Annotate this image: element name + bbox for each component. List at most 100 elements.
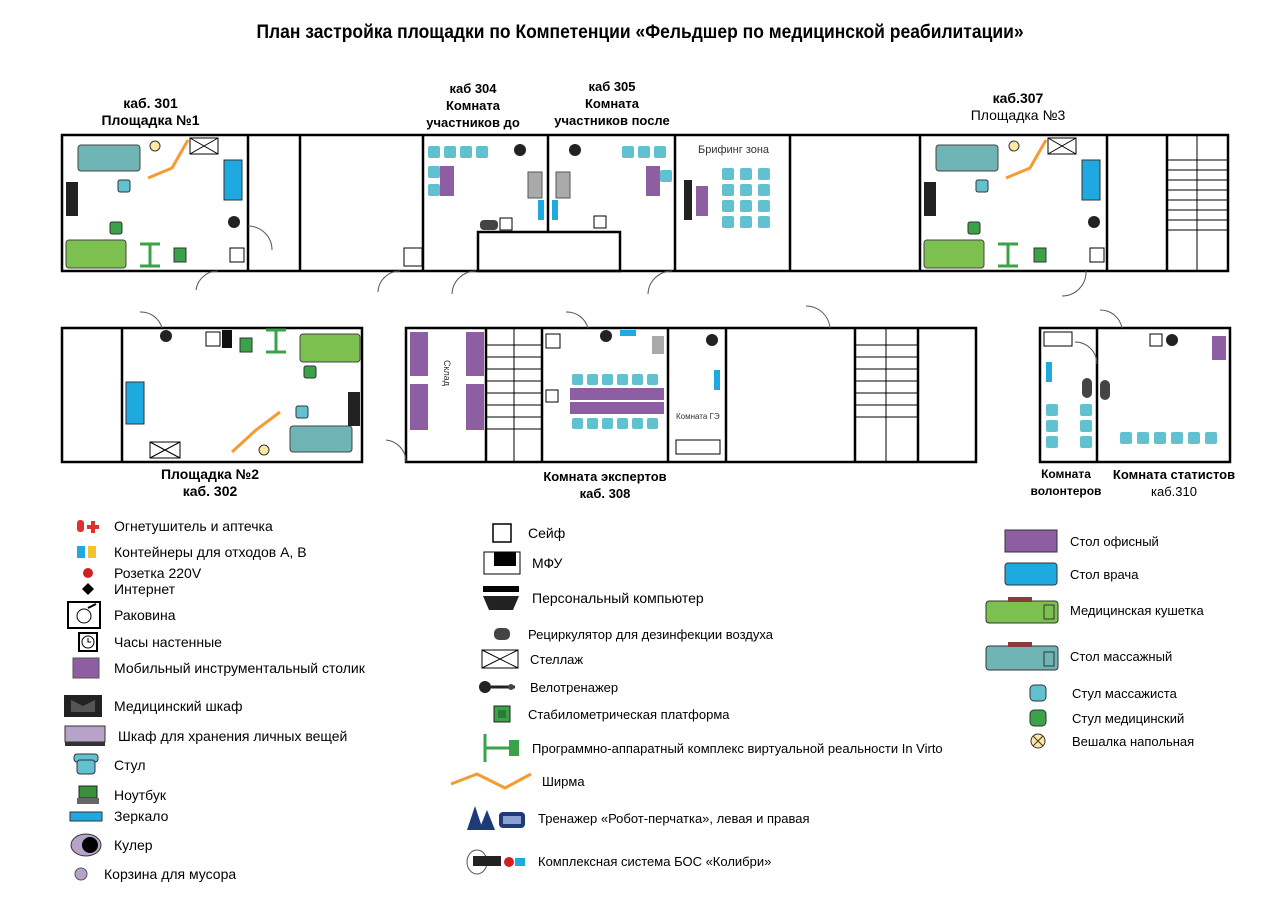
volunteers-line2: волонтеров (1030, 484, 1102, 498)
legend-label: Медицинский шкаф (114, 698, 243, 714)
legend-mirror: Зеркало (66, 808, 168, 824)
legend-label: Зеркало (114, 808, 169, 824)
extinguisher-icon (70, 518, 106, 534)
warehouse-label: Склад (442, 359, 453, 387)
room-305-number: каб 305 (588, 79, 636, 94)
legend-label: Мобильный инструментальный столик (114, 660, 365, 676)
biofeedback-system-icon (460, 842, 530, 880)
legend-massage-table: Стол массажный (982, 640, 1172, 672)
page-title: План застройка площадки по Компетенции «… (256, 22, 1024, 43)
legend-cooler: Кулер (66, 832, 153, 858)
legend-office-table: Стол офисный (1000, 528, 1159, 554)
legend-label: Стул массажиста (1072, 685, 1177, 701)
room-310-name: Комната статистов (1112, 467, 1236, 482)
legend-mfp: МФУ (480, 550, 562, 576)
legend-locker: Шкаф для хранения личных вещей (60, 724, 347, 748)
room-304-desc: участников до (426, 115, 520, 130)
room-310-label: Комната статистов каб.310 (1104, 466, 1244, 500)
room-302-label: Площадка №2 каб. 302 (150, 466, 270, 500)
warehouse-shelves (410, 332, 484, 430)
room-301-label: каб. 301 Площадка №1 (88, 95, 213, 129)
legend-recirculator: Рециркулятор для дезинфекции воздуха (484, 626, 773, 642)
masseur-chair-icon (1012, 683, 1064, 703)
room-304-305-furniture (403, 144, 672, 267)
room-302-furniture (125, 328, 361, 459)
legend-shelving: Стеллаж (478, 648, 583, 670)
legend-med-chair: Стул медицинский (1012, 708, 1184, 728)
room-305-name: Комната (585, 96, 639, 111)
trash-bin-icon (66, 866, 96, 882)
room-304-label: каб 304 Комната участников до (408, 80, 538, 131)
legend-label: Шкаф для хранения личных вещей (118, 728, 348, 744)
laptop-icon (70, 784, 106, 806)
room-307-number: каб.307 (992, 90, 1044, 106)
chair-icon (66, 752, 106, 778)
medical-couch-icon (982, 595, 1062, 625)
legend-label: Велотренажер (530, 679, 619, 695)
legend-label: Персональный компьютер (532, 590, 704, 606)
room-301-furniture (65, 137, 245, 269)
internet-icon (70, 582, 106, 596)
screen-partition-icon (448, 770, 534, 792)
medical-chair-icon (1012, 708, 1064, 728)
legend-label: МФУ (532, 555, 563, 571)
printer-icon (480, 550, 524, 576)
volunteers-label: Комната волонтеров (1026, 466, 1106, 500)
legend-label: Стеллаж (530, 651, 584, 667)
legend-label: Стул (114, 757, 146, 773)
room-308-label: Комната экспертов каб. 308 (530, 468, 680, 502)
legend-doctor-table: Стол врача (1000, 561, 1138, 587)
legend-robot-glove: Тренажер «Робот-перчатка», левая и права… (460, 800, 809, 836)
legend-label: Стул медицинский (1072, 710, 1185, 726)
legend-label: Контейнеры для отходов А, В (114, 544, 307, 560)
legend-safe: Сейф (484, 522, 565, 544)
legend-label: Стабилометрическая платформа (528, 706, 730, 722)
legend-label: Кулер (114, 837, 153, 853)
room-310-furniture (1043, 331, 1226, 448)
room-305-label: каб 305 Комната участников после (546, 78, 678, 129)
room-307-name: Площадка №3 (970, 107, 1066, 123)
room-302-name: Площадка №2 (160, 466, 260, 482)
room-307-furniture (923, 137, 1105, 269)
room-305-desc: участников после (554, 113, 670, 128)
legend-extinguisher: Огнетушитель и аптечка (70, 518, 273, 534)
instrument-table-icon (66, 656, 106, 680)
legend-label: Огнетушитель и аптечка (114, 518, 273, 534)
legend-label: Ширма (542, 773, 585, 789)
stairs-top (1167, 135, 1228, 271)
legend-label: Комплексная система БОС «Колибри» (538, 853, 772, 869)
doctor-table-icon (1000, 561, 1062, 587)
waste-container-icon (70, 544, 106, 560)
legend-biofeedback: Комплексная система БОС «Колибри» (460, 842, 771, 880)
legend-mobile-table: Мобильный инструментальный столик (66, 656, 365, 680)
legend-clock: Часы настенные (70, 632, 222, 652)
legend-couch: Медицинская кушетка (982, 595, 1204, 625)
legend-label: Раковина (114, 607, 176, 623)
legend-masseur-chair: Стул массажиста (1012, 683, 1177, 703)
office-table-icon (1000, 528, 1062, 554)
massage-table-icon (982, 640, 1062, 672)
legend-chair: Стул (66, 752, 146, 778)
legend-label: Ноутбук (114, 787, 166, 803)
legend-label: Интернет (114, 581, 176, 597)
legend-label: Часы настенные (114, 634, 222, 650)
clock-icon (70, 632, 106, 652)
stabilometric-platform-icon (484, 704, 520, 724)
legend-laptop: Ноутбук (70, 784, 166, 806)
room-308-furniture (545, 330, 721, 455)
briefing-zone-furniture (684, 168, 770, 228)
room-304-name: Комната (446, 98, 500, 113)
legend-label: Тренажер «Робот-перчатка», левая и права… (538, 810, 810, 826)
volunteers-line1: Комната (1041, 467, 1091, 481)
room-308-number: каб. 308 (579, 486, 631, 501)
exercise-bike-icon (476, 678, 522, 696)
room-302-number: каб. 302 (182, 483, 238, 499)
legend-trash: Корзина для мусора (66, 866, 236, 882)
room-310-number: каб.310 (1151, 484, 1197, 499)
legend-vr: Программно-аппаратный комплекс виртуальн… (478, 732, 943, 764)
legend-sink: Раковина (62, 600, 176, 630)
room-307-label: каб.307 Площадка №3 (958, 90, 1078, 124)
room-304-number: каб 304 (449, 81, 497, 96)
recirculator-icon (484, 626, 520, 642)
